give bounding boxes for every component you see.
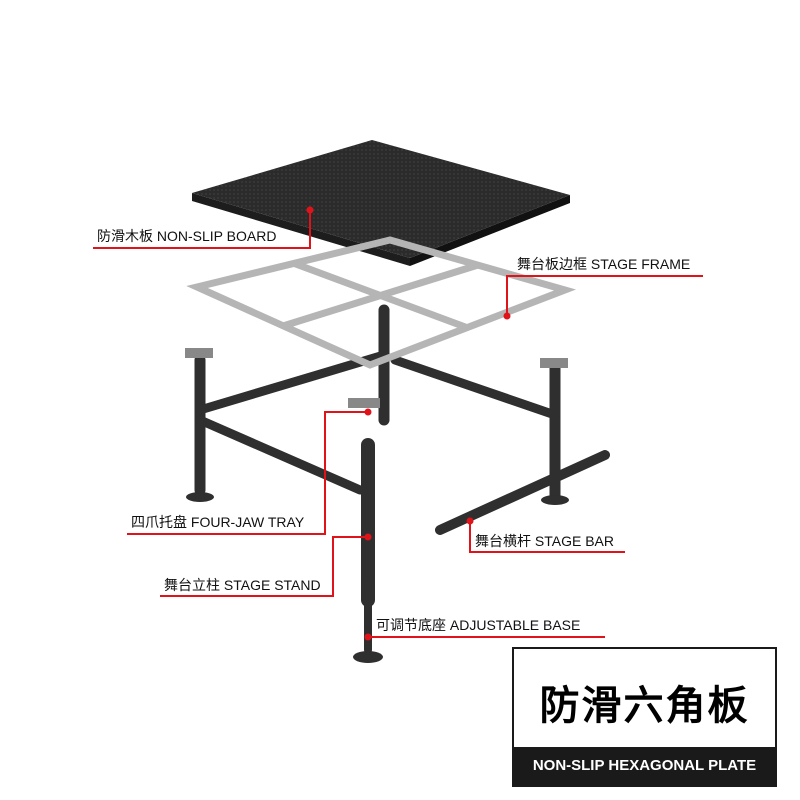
leader-lines bbox=[93, 210, 703, 638]
label-stage-bar: 舞台横杆 STAGE BAR bbox=[475, 533, 614, 549]
label-stage-stand: 舞台立柱 STAGE STAND bbox=[164, 577, 321, 593]
title-box: 防滑六角板 NON-SLIP HEXAGONAL PLATE bbox=[512, 647, 777, 787]
label-non-slip-board: 防滑木板 NON-SLIP BOARD bbox=[97, 228, 277, 244]
title-english: NON-SLIP HEXAGONAL PLATE bbox=[514, 747, 775, 785]
label-stage-frame: 舞台板边框 STAGE FRAME bbox=[517, 256, 691, 272]
title-chinese: 防滑六角板 bbox=[539, 683, 750, 729]
stage-frame bbox=[186, 236, 577, 369]
scaffold bbox=[194, 304, 610, 654]
leader-dots bbox=[306, 206, 511, 641]
label-four-jaw-tray: 四爪托盘 FOUR-JAW TRAY bbox=[131, 514, 305, 530]
base-plates bbox=[185, 348, 569, 663]
label-adjustable-base: 可调节底座 ADJUSTABLE BASE bbox=[376, 617, 581, 633]
